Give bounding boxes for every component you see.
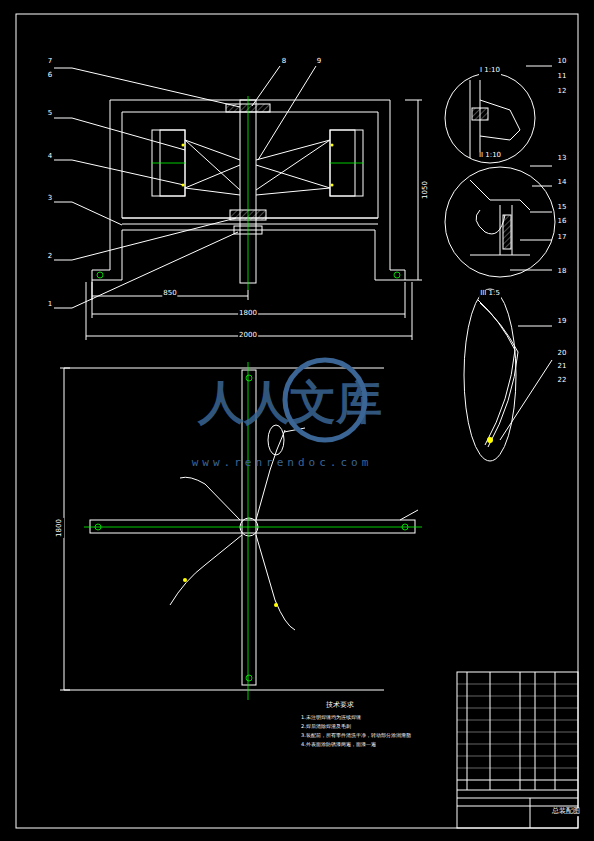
drawing-label: 16 [557, 218, 568, 226]
drawing-label: 8 [281, 58, 287, 66]
drawing-label: 850 [162, 290, 177, 298]
drawing-label: 7 [47, 58, 53, 66]
drawing-label: 3.装配前，所有零件清洗干净，转动部分涂润滑脂 [300, 733, 412, 739]
drawing-label: 1 [47, 301, 53, 309]
drawing-label: II 1:10 [478, 152, 502, 160]
drawing-label: 10 [557, 58, 568, 66]
drawing-label: 19 [557, 318, 568, 326]
drawing-label: 2 [47, 253, 53, 261]
watermark: 人人文库 [197, 377, 383, 428]
drawing-label: 6 [47, 72, 53, 80]
drawing-label: 22 [557, 377, 568, 385]
drawing-label: 21 [557, 363, 568, 371]
drawing-label: III 1:5 [479, 290, 501, 298]
drawing-label: 技术要求 [325, 702, 355, 710]
drawing-label: 1050 [422, 180, 430, 200]
drawing-label: 1.未注明焊缝均为连续焊缝 [300, 715, 362, 721]
drawing-label: 5 [47, 110, 53, 118]
drawing-label: 12 [557, 88, 568, 96]
drawing-label: 11 [557, 73, 568, 81]
drawing-label: 13 [557, 155, 568, 163]
drawing-label: 4 [47, 153, 53, 161]
drawing-label: 17 [557, 234, 568, 242]
drawing-label: 18 [557, 268, 568, 276]
drawing-label: 1800 [56, 518, 64, 538]
drawing-label: I 1:10 [479, 67, 501, 75]
watermark: www.renrendoc.com [191, 457, 374, 469]
drawing-label: 9 [316, 58, 322, 66]
drawing-label: 总装配图 [551, 808, 581, 816]
drawing-label: 15 [557, 204, 568, 212]
drawing-label: 2000 [238, 332, 258, 340]
drawing-label: 1800 [238, 310, 258, 318]
drawing-label: 14 [557, 179, 568, 187]
drawing-label: 4.外表面涂防锈漆两遍，面漆一遍 [300, 742, 377, 748]
drawing-label: 2.焊后清除焊渣及毛刺 [300, 724, 352, 730]
drawing-label: 3 [47, 195, 53, 203]
drawing-label: 20 [557, 350, 568, 358]
